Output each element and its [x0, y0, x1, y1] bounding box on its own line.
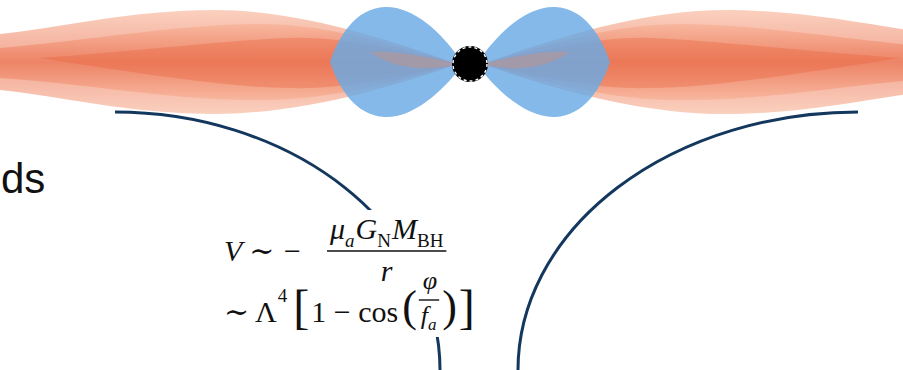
black-hole-horizon [453, 47, 487, 81]
math-paren: ) [442, 285, 457, 329]
math-symbol: φ [423, 268, 437, 294]
math-subscript: a [345, 231, 355, 250]
math-symbol: M [392, 214, 417, 244]
math-symbol: μ [330, 214, 345, 244]
math-paren: ( [402, 285, 417, 329]
math-subscript: N [377, 231, 391, 250]
math-symbol: r [381, 256, 393, 286]
blue-lobe [330, 7, 462, 117]
black-hole [452, 46, 488, 82]
math-bracket: ] [459, 283, 475, 331]
orange-overlap [370, 52, 462, 68]
right-arc [518, 112, 858, 370]
fraction-bar [327, 250, 446, 252]
math-subscript: a [428, 316, 437, 333]
math-symbol: G [356, 214, 378, 244]
math-symbol: f [421, 303, 428, 329]
math-text: ∼ Λ [224, 297, 277, 327]
orange-overlap [478, 52, 570, 68]
slide-text: ds [1, 158, 45, 200]
axion-cloud [0, 7, 903, 117]
math-subscript: BH [417, 231, 443, 250]
fraction-bar [419, 299, 439, 300]
math-text: V ∼ − [224, 236, 302, 266]
math-bracket: [ [293, 283, 309, 331]
blue-lobe [478, 7, 610, 117]
math-superscript: 4 [278, 286, 288, 305]
math-text: 1 − cos [311, 297, 398, 327]
formula-ground [218, 210, 481, 337]
